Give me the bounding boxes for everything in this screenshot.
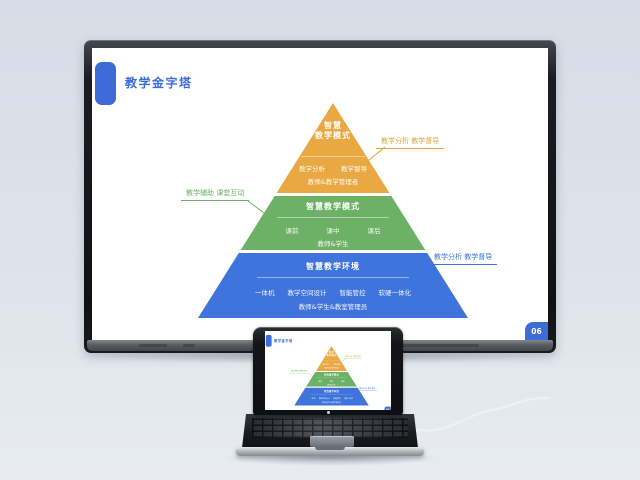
callout-top-right: 教学分析 教学督导 [376, 136, 445, 149]
tier-bottom-roles: 教师&学生&教室管理员 [322, 401, 341, 404]
tier-top-item: 教学分析 [299, 165, 325, 173]
tier-top-items: 教学分析 教学督导 [294, 363, 369, 366]
pyramid-tier-middle [306, 371, 358, 387]
tier-middle-title: 智慧教学模式 [306, 202, 360, 211]
tier-bottom-item: 智能管控 [333, 397, 341, 400]
laptop-screen: 教学金字塔 智慧 教学模式 教学分析 教学督导 教师&教学管理者 [253, 327, 403, 415]
tier-bottom-item: 软硬一体化 [344, 397, 354, 400]
tier-middle-roles: 教师&学生 [317, 240, 349, 248]
pyramid-tier-middle [240, 196, 426, 250]
tier-middle-item: 课中 [329, 380, 334, 383]
callout-middle-left: 教学辅助 课堂互动 [181, 188, 250, 201]
smartboard-display: 教学金字塔 智慧 教学模式 教学分析 教学督导 教师&教学管理者 [84, 40, 556, 353]
tier-bottom-title: 智慧教学环境 [324, 390, 339, 393]
laptop-power-indicator [326, 411, 330, 414]
teaching-pyramid-diagram: 智慧 教学模式 教学分析 教学督导 教师&教学管理者 智慧教学模式 课前 课中 … [198, 103, 468, 318]
tier-top-item: 教学督导 [333, 363, 341, 366]
tier-bottom-item: 一体机 [255, 289, 275, 297]
tier-bottom-roles: 教师&学生&教室管理员 [298, 303, 368, 311]
chin-vent [139, 344, 167, 347]
tier-bottom-item: 教学空间设计 [287, 289, 327, 297]
page-number-tab: 06 [384, 406, 391, 410]
pyramid-tier-bottom [198, 253, 468, 318]
laptop-front-edge [236, 447, 424, 456]
teaching-pyramid-diagram: 智慧 教学模式 教学分析 教学督导 教师&教学管理者 智慧教学模式 课前 课中 … [294, 346, 369, 406]
laptop-keyboard [252, 418, 408, 438]
tier-bottom-item: 软硬一体化 [378, 289, 412, 297]
tier-top-items: 教学分析 教学督导 [198, 163, 468, 173]
title-accent-tab [265, 334, 272, 347]
tier-middle-roles: 教师&学生 [327, 383, 336, 387]
laptop-slide-mount: 教学金字塔 智慧 教学模式 教学分析 教学督导 教师&教学管理者 [265, 331, 391, 410]
tier-top-title: 智慧 教学模式 [326, 351, 337, 357]
tier-middle-item: 课前 [285, 227, 299, 235]
callout-top-right: 教学分析 教学督导 [343, 355, 363, 359]
tier-top-divider [301, 156, 365, 157]
tier-top-roles: 教师&教学管理者 [324, 366, 339, 370]
callout-middle-left: 教学辅助 课堂互动 [289, 369, 309, 374]
tier-bottom-title: 智慧教学环境 [306, 262, 360, 271]
title-accent-tab [95, 62, 116, 105]
tier-top-item: 教学督导 [341, 165, 367, 173]
tier-middle-divider [277, 217, 389, 218]
callout-bottom-right: 教学分析 教学督导 [358, 387, 377, 391]
tier-top-item: 教学分析 [322, 363, 330, 366]
pyramid-tier-bottom [294, 387, 369, 406]
tier-middle-item: 课后 [341, 380, 345, 383]
slide-title: 教学金字塔 [274, 338, 293, 343]
laptop-lid-notch [315, 447, 345, 450]
tier-bottom-divider [257, 277, 409, 278]
laptop-screen-panel: 教学金字塔 智慧 教学模式 教学分析 教学督导 教师&教学管理者 [265, 331, 391, 410]
tier-middle-items: 课前 课中 课后 [198, 225, 468, 235]
tier-middle-title: 智慧教学模式 [324, 373, 339, 376]
page-number-tab: 06 [525, 322, 548, 340]
tier-top-roles: 教师&教学管理者 [307, 178, 359, 186]
tier-middle-items: 课前 课中 课后 [294, 380, 369, 383]
tier-middle-item: 课前 [318, 380, 322, 383]
tier-bottom-item: 智能管控 [339, 289, 366, 297]
tier-bottom-items: 一体机 教学空间设计 智能管控 软硬一体化 [198, 287, 468, 297]
tier-bottom-items: 一体机 教学空间设计 智能管控 软硬一体化 [294, 397, 369, 400]
tier-top-title: 智慧 教学模式 [315, 121, 351, 140]
slide: 教学金字塔 智慧 教学模式 教学分析 教学督导 教师&教学管理者 [92, 48, 548, 340]
tier-middle-item: 课中 [326, 227, 340, 235]
tier-bottom-item: 教学空间设计 [318, 397, 330, 400]
slide-title: 教学金字塔 [125, 76, 193, 90]
smartboard-screen: 教学金字塔 智慧 教学模式 教学分析 教学督导 教师&教学管理者 [92, 48, 548, 340]
laptop-trackpad [310, 436, 354, 447]
tier-bottom-item: 一体机 [309, 397, 316, 400]
chin-vent [183, 344, 195, 347]
slide: 教学金字塔 智慧 教学模式 教学分析 教学督导 教师&教学管理者 [265, 331, 391, 410]
callout-bottom-right: 教学分析 教学督导 [429, 252, 498, 265]
chin-vent [387, 344, 479, 347]
tier-middle-item: 课后 [367, 227, 381, 235]
